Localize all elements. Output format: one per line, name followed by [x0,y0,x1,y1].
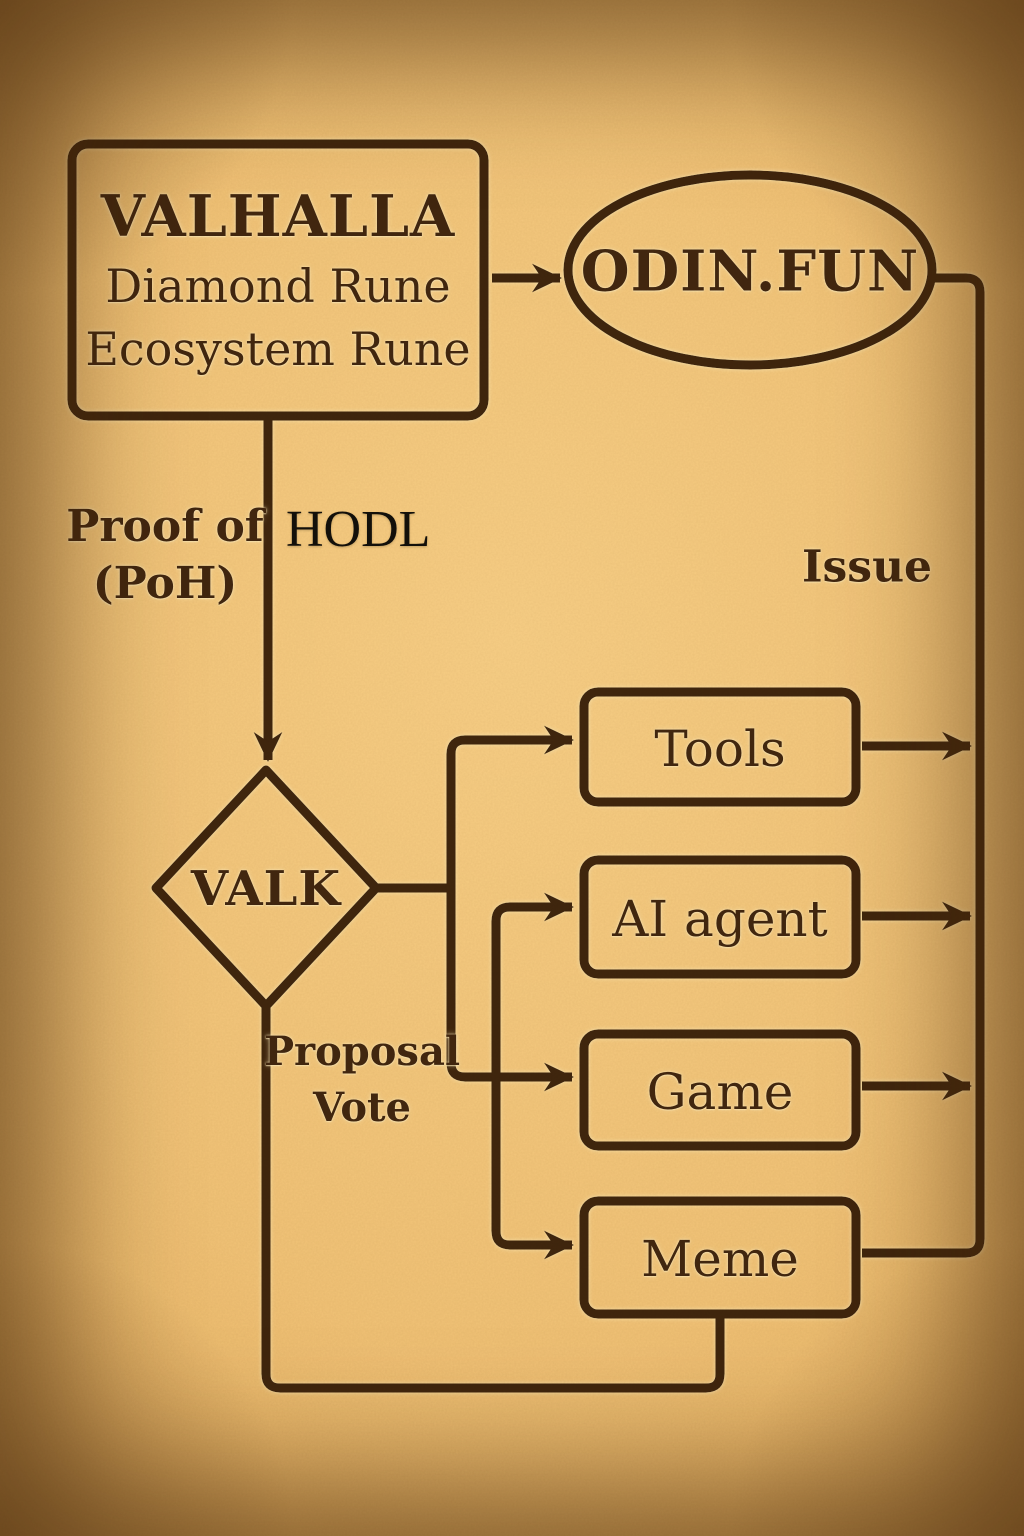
edge-branch-to-meme [491,1077,575,1260]
valhalla-subtitle-1: Diamond Rune [105,259,451,313]
valhalla-title: VALHALLA [100,182,456,250]
proof-of-line1: Proof of [66,501,264,552]
proposal-line2: Vote [313,1084,411,1131]
tools-node-label: Tools [654,720,786,778]
proposal-vote-label: Proposal Vote [264,1024,460,1136]
proof-of-poh-label: Proof of (PoH) [62,498,268,612]
edge-branch-to-game [446,888,575,1092]
proof-of-line2: (PoH) [92,558,238,610]
meme-node-label: Meme [641,1230,799,1288]
odin-fun-node-label: ODIN.FUN [580,238,920,305]
ai-agent-node-label: AI agent [612,890,828,948]
edge-odinfun-issue-line [862,273,985,1258]
edge-branch-to-tools [446,725,575,888]
edge-branch-to-ai-agent [491,892,575,1077]
valhalla-subtitle-2: Ecosystem Rune [85,322,471,377]
valhalla-node: VALHALLA Diamond Rune Ecosystem Rune [68,140,488,420]
valk-node-label: VALK [190,861,342,918]
proposal-line1: Proposal [263,1028,461,1075]
issue-label: Issue [801,541,933,593]
hodl-label: HODL [286,501,431,558]
game-node-label: Game [646,1063,794,1121]
